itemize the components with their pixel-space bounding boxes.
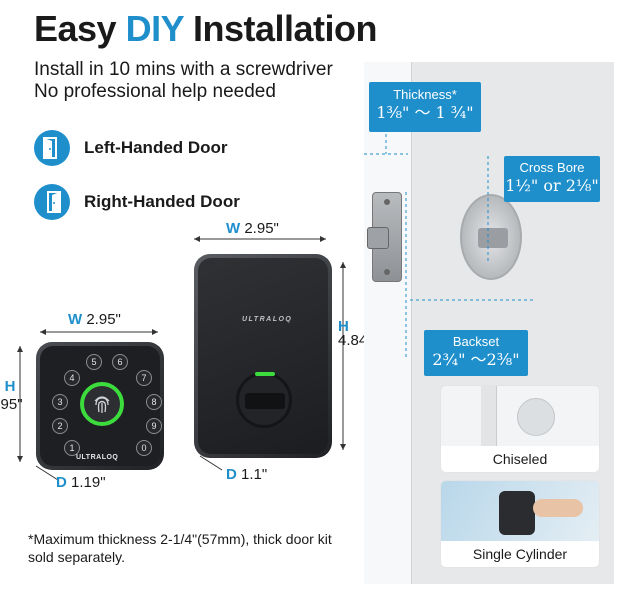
cross-bore-label: Cross Bore xyxy=(519,160,585,175)
keypad-key[interactable]: 9 xyxy=(146,418,162,434)
keypad-key[interactable]: 2 xyxy=(52,418,68,434)
interior-depth: D 1.1" xyxy=(226,466,268,483)
keypad-key[interactable]: 6 xyxy=(112,354,128,370)
door-icon xyxy=(34,184,70,220)
page-title: Easy DIY Installation xyxy=(34,8,378,49)
door-type-label: Left-Handed Door xyxy=(84,138,228,157)
screw-icon xyxy=(384,269,390,275)
door-type-left: Left-Handed Door xyxy=(34,130,228,166)
latch-mechanism xyxy=(478,228,508,248)
thumb-chiseled: Chiseled xyxy=(440,385,600,473)
bore-hole xyxy=(517,398,555,436)
keypad-height-letter: H xyxy=(4,378,16,395)
keypad-height: 2.95" xyxy=(0,396,23,413)
keypad-key[interactable]: 3 xyxy=(52,394,68,410)
thumb-caption: Single Cylinder xyxy=(441,541,599,567)
keypad-thumbnail xyxy=(499,491,535,535)
backset-callout: Backset 2¾" 〜2³⁄₈" xyxy=(424,330,528,376)
fingerprint-icon xyxy=(94,396,110,413)
door-type-right: Right-Handed Door xyxy=(34,184,240,220)
keypad-key[interactable]: 8 xyxy=(146,394,162,410)
hand-with-key xyxy=(533,499,583,517)
door-edge xyxy=(481,386,497,448)
backset-value: 2¾" 〜2³⁄₈" xyxy=(432,350,520,369)
interior-width: W 2.95" xyxy=(226,220,279,237)
door-icon xyxy=(34,130,70,166)
interior-dimension-lines xyxy=(194,236,346,471)
thickness-value: 1³⁄₈" 〜 1 ³⁄₄" xyxy=(376,103,474,122)
backset-label: Backset xyxy=(452,334,500,349)
subtitle-line-2: No professional help needed xyxy=(34,81,276,102)
keypad-width: W 2.95" xyxy=(68,311,121,328)
thickness-label: Thickness* xyxy=(393,87,457,102)
keypad-depth: D 1.19" xyxy=(56,474,106,491)
screw-icon xyxy=(384,199,390,205)
interior-device: ULTRALOQ xyxy=(194,254,332,458)
thumb-turn-handle[interactable] xyxy=(245,393,285,409)
subtitle-line-1: Install in 10 mins with a screwdriver xyxy=(34,59,333,80)
thickness-callout: Thickness* 1³⁄₈" 〜 1 ³⁄₄" xyxy=(369,82,481,132)
keypad-key[interactable]: 4 xyxy=(64,370,80,386)
interior-height-letter: H xyxy=(338,318,349,335)
status-led xyxy=(255,372,275,376)
fingerprint-sensor[interactable] xyxy=(80,382,124,426)
keypad-key[interactable]: 7 xyxy=(136,370,152,386)
keypad-brand-logo: ULTRALOQ xyxy=(76,454,119,461)
interior-height: 4.84" xyxy=(338,332,373,349)
thumb-turn[interactable] xyxy=(236,372,292,428)
latch-plate xyxy=(367,192,402,282)
latch-bolt xyxy=(367,227,389,249)
keypad-dimension-lines xyxy=(17,329,158,481)
keypad-key[interactable]: 0 xyxy=(136,440,152,456)
footnote: *Maximum thickness 2-1/4"(57mm), thick d… xyxy=(28,531,332,565)
thumb-single-cylinder: Single Cylinder xyxy=(440,480,600,568)
cross-bore-callout: Cross Bore 1½" or 2⅛" xyxy=(504,156,600,202)
cross-bore-hole xyxy=(460,194,522,280)
interior-brand-logo: ULTRALOQ xyxy=(242,316,293,323)
cross-bore-value: 1½" or 2⅛" xyxy=(505,176,599,195)
door-type-label: Right-Handed Door xyxy=(84,192,240,211)
keypad-key[interactable]: 5 xyxy=(86,354,102,370)
door-edge xyxy=(364,62,412,584)
thumb-caption: Chiseled xyxy=(441,446,599,472)
keypad-key[interactable]: 1 xyxy=(64,440,80,456)
